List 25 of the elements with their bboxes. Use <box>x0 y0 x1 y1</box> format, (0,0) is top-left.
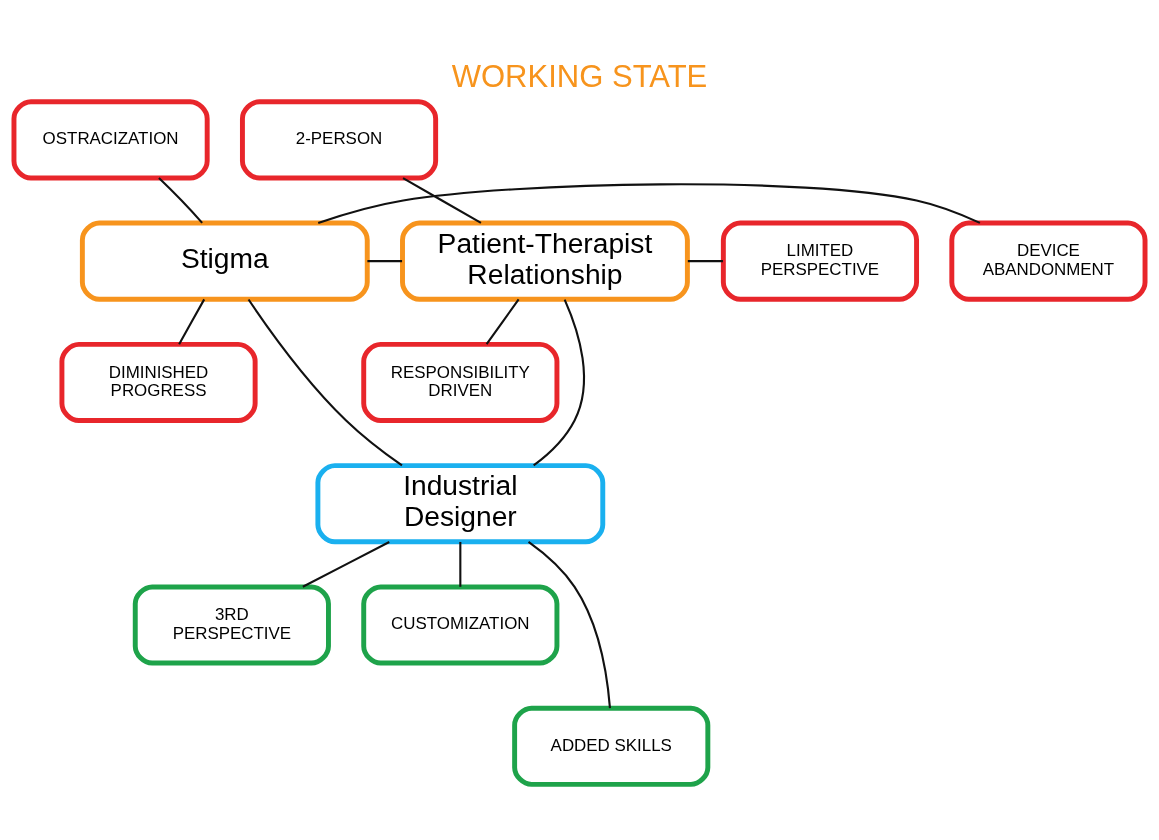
node-box: Stigma <box>79 220 370 302</box>
connector <box>178 298 206 345</box>
connector <box>527 540 612 708</box>
node-box: RESPONSIBILITY DRIVEN <box>361 341 560 423</box>
connector <box>402 176 482 224</box>
node-box: 3RD PERSPECTIVE <box>132 583 331 666</box>
connector <box>459 541 462 587</box>
node-box: DEVICE ABANDONMENT <box>949 220 1148 302</box>
node-box: Industrial Designer <box>315 462 606 544</box>
node-box: CUSTOMIZATION <box>361 583 560 666</box>
node-box: DIMINISHED PROGRESS <box>59 341 258 423</box>
connector <box>302 540 390 588</box>
node-box: 2-PERSON <box>239 98 439 180</box>
node-box: OSTRACIZATION <box>11 98 210 180</box>
connector <box>533 298 586 466</box>
node-box: LIMITED PERSPECTIVE <box>720 220 920 302</box>
node-box: ADDED SKILLS <box>512 705 711 787</box>
connector <box>485 298 520 345</box>
connector <box>687 259 723 262</box>
connector <box>158 176 203 224</box>
node-box: Patient-Therapist Relationship <box>400 220 690 302</box>
connector <box>317 182 981 224</box>
connector <box>367 259 403 262</box>
connector <box>247 298 403 466</box>
diagram-title: WORKING STATE <box>451 58 708 94</box>
